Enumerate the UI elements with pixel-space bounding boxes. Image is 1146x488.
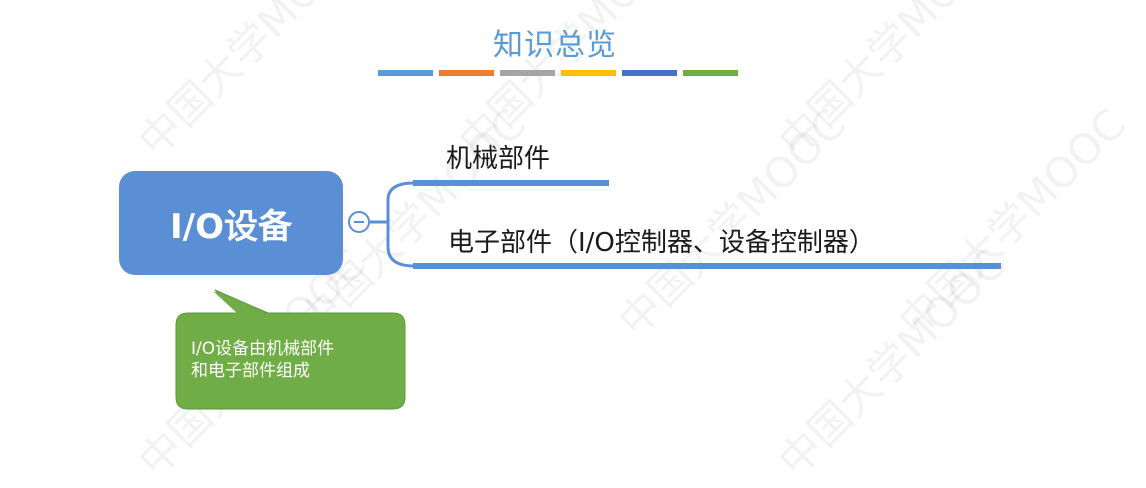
root-node-label: I/O设备 xyxy=(170,206,292,247)
title-stripe xyxy=(561,70,616,76)
title-underline-stripes xyxy=(378,70,738,76)
minus-icon xyxy=(354,221,364,223)
root-node[interactable]: I/O设备 xyxy=(119,171,343,275)
collapse-toggle[interactable] xyxy=(348,211,370,233)
title-stripe xyxy=(683,70,738,76)
branch-node-electronic[interactable]: 电子部件（I/O控制器、设备控制器） xyxy=(448,228,875,258)
callout-line: I/O设备由机械部件 xyxy=(191,339,335,359)
branch-underline xyxy=(413,180,609,186)
title-stripe xyxy=(622,70,677,76)
title-stripe xyxy=(500,70,555,76)
page-title: 知识总览 xyxy=(493,28,617,63)
callout-line: 和电子部件组成 xyxy=(191,361,310,381)
title-stripe xyxy=(439,70,494,76)
title-stripe xyxy=(378,70,433,76)
callout-bubble xyxy=(175,289,406,410)
branch-connector xyxy=(370,181,415,268)
branch-node-mechanical[interactable]: 机械部件 xyxy=(446,144,551,174)
callout-text: I/O设备由机械部件 和电子部件组成 xyxy=(191,338,396,382)
branch-underline xyxy=(413,263,1001,269)
